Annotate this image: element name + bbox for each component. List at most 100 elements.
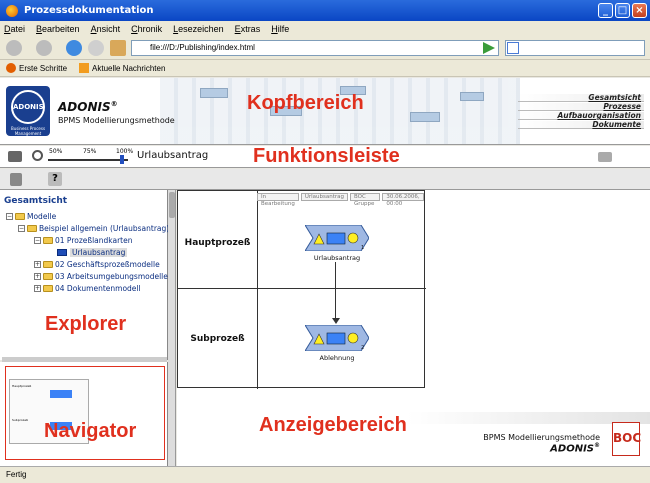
process-number: 2 (361, 345, 364, 351)
window-titlebar: Prozessdokumentation _ □ × (0, 0, 650, 21)
close-button[interactable]: × (632, 3, 647, 18)
tree-node[interactable]: +04 Dokumentenmodell (34, 284, 141, 293)
lane-label: Hauptprozeß (184, 238, 251, 248)
expand-toggle[interactable]: + (34, 261, 41, 268)
menu-lesezeichen[interactable]: Lesezeichen (173, 23, 224, 34)
swimlane-diagram: In Bearbeitung Urlaubsantrag BOC Gruppe … (177, 190, 426, 389)
menu-hilfe[interactable]: Hilfe (271, 23, 290, 34)
navigator-panel: Hauptprozeß Subprozeß Navigator (0, 362, 168, 466)
rss-icon (79, 63, 90, 73)
link-gesamtsicht[interactable]: Gesamtsicht (518, 94, 644, 102)
folder-icon (43, 237, 53, 244)
footer-band (407, 412, 650, 424)
process-ablehnung[interactable]: 2 (305, 325, 369, 351)
callout-anzeigebereich: Anzeigebereich (259, 414, 407, 436)
process-label: Ablehnung (319, 354, 355, 362)
search-input[interactable] (505, 40, 645, 56)
zoom-icon[interactable] (32, 150, 43, 161)
connector-line (335, 262, 336, 320)
status-bar: Fertig (0, 466, 650, 483)
function-bar: 50% 75% 100% Urlaubsantrag Funktionsleis… (0, 145, 650, 168)
collapse-toggle[interactable]: − (18, 225, 25, 232)
explorer-horizontal-scrollbar[interactable] (2, 357, 167, 363)
stop-icon[interactable] (88, 40, 104, 56)
brand-subtitle: BPMS Modellierungsmethode (58, 116, 175, 125)
brand-name: ADONIS® (58, 100, 118, 114)
explorer-panel: Gesamtsicht −Modelle −Beispiel allgemein… (0, 190, 170, 360)
process-urlaubsantrag[interactable]: 1 (305, 225, 369, 251)
navigator-viewport-frame[interactable]: Hauptprozeß Subprozeß (5, 366, 165, 460)
header-links: Gesamtsicht Prozesse Aufbauorganisation … (518, 94, 644, 130)
maximize-button[interactable]: □ (615, 3, 630, 18)
minimize-button[interactable]: _ (598, 3, 613, 18)
forward-icon[interactable] (36, 40, 52, 56)
tree-node[interactable]: −01 Prozeßlandkarten (34, 236, 133, 245)
model-header-strip: In Bearbeitung Urlaubsantrag BOC Gruppe … (257, 191, 424, 207)
bookmarks-toolbar: Erste Schritte Aktuelle Nachrichten (0, 60, 650, 77)
menu-ansicht[interactable]: Ansicht (90, 23, 121, 34)
address-text: file:///D:/Publishing/index.html (150, 43, 255, 52)
zoom-label-50: 50% (49, 148, 63, 155)
lane-label: Subprozeß (190, 334, 245, 344)
vertical-scrollbar-thumb[interactable] (169, 192, 175, 218)
address-bar[interactable]: file:///D:/Publishing/index.html (131, 40, 499, 56)
folder-icon (27, 225, 37, 232)
link-aufbauorganisation[interactable]: Aufbauorganisation (518, 112, 644, 120)
folder-icon (15, 213, 25, 220)
menu-datei[interactable]: Datei (4, 23, 26, 34)
header-cell: In Bearbeitung (257, 193, 299, 207)
bookmark-aktuelle-nachrichten[interactable]: Aktuelle Nachrichten (79, 63, 165, 73)
reload-icon[interactable] (66, 40, 82, 56)
print-icon[interactable] (598, 152, 612, 162)
menu-extras[interactable]: Extras (234, 23, 261, 34)
tree-node[interactable]: −Beispiel allgemein (Urlaubsantrag) (18, 224, 170, 233)
adonis-logo: ADONIS Business Process Management (6, 86, 50, 136)
explorer-title: Gesamtsicht (4, 196, 68, 206)
info-icon[interactable] (10, 173, 22, 186)
collapse-toggle[interactable]: − (34, 237, 41, 244)
link-prozesse[interactable]: Prozesse (518, 103, 644, 111)
help-icon[interactable]: ? (48, 172, 62, 186)
firefox-icon (6, 4, 18, 17)
zoom-label-100: 100% (116, 148, 134, 155)
zoom-slider-handle[interactable] (120, 155, 124, 164)
bookmark-label: Aktuelle Nachrichten (92, 63, 166, 73)
tree-node[interactable]: +03 Arbeitsumgebungsmodelle (34, 272, 168, 281)
header-cell: Urlaubsantrag (300, 193, 348, 201)
zoom-slider-track[interactable] (48, 159, 128, 161)
tree-node-selected[interactable]: Urlaubsantrag (57, 248, 128, 257)
callout-funktionsleiste: Funktionsleiste (253, 145, 400, 167)
header-cell: BOC Gruppe (349, 193, 381, 207)
window-title: Prozessdokumentation (24, 5, 154, 16)
folder-icon (43, 261, 53, 268)
boc-logo: BOC (612, 422, 641, 456)
model-icon (57, 249, 67, 256)
header-cell: 30.06.2006, 00:00 (382, 193, 424, 207)
bookmark-label: Erste Schritte (19, 63, 68, 73)
panel-splitter[interactable] (168, 190, 176, 466)
tree-node[interactable]: −Modelle (6, 212, 57, 221)
folder-icon (43, 285, 53, 292)
binoculars-icon[interactable] (8, 151, 22, 162)
navigator-thumbnail: Hauptprozeß Subprozeß (9, 379, 89, 444)
google-icon (507, 42, 519, 54)
secondary-toolbar: ? (0, 169, 650, 190)
menu-bearbeiten[interactable]: Bearbeiten (36, 23, 80, 34)
navigation-toolbar: file:///D:/Publishing/index.html (0, 36, 650, 60)
process-label: Urlaubsantrag (313, 254, 361, 262)
link-dokumente[interactable]: Dokumente (518, 121, 644, 129)
back-icon[interactable] (6, 40, 22, 56)
bookmark-erste-schritte[interactable]: Erste Schritte (6, 63, 67, 73)
thumb-lane-label: Hauptprozeß (12, 384, 32, 388)
thumb-process-1 (50, 390, 72, 398)
process-number: 1 (361, 245, 364, 251)
connector-arrowhead (332, 318, 340, 324)
callout-kopfbereich: Kopfbereich (247, 92, 364, 114)
display-area: In Bearbeitung Urlaubsantrag BOC Gruppe … (177, 190, 650, 466)
menu-chronik[interactable]: Chronik (131, 23, 163, 34)
collapse-toggle[interactable]: − (6, 213, 13, 220)
expand-toggle[interactable]: + (34, 273, 41, 280)
home-icon[interactable] (110, 40, 126, 56)
tree-node[interactable]: +02 Geschäftsprozeßmodelle (34, 260, 160, 269)
expand-toggle[interactable]: + (34, 285, 41, 292)
